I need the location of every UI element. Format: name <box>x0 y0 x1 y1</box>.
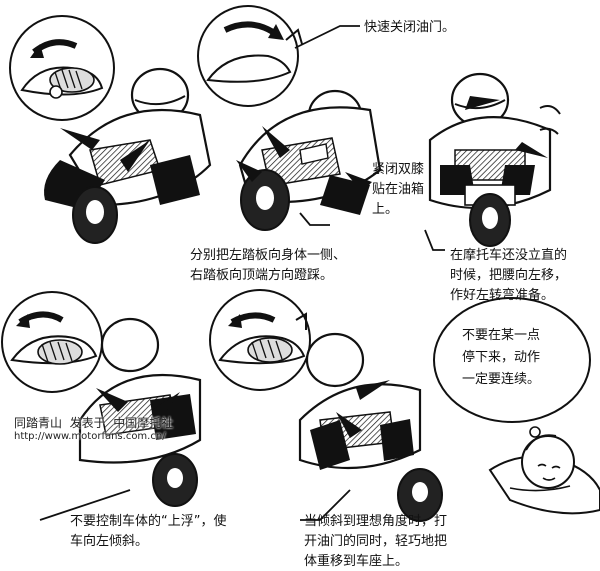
watermark-line-2: http://www.motorfans.com.cn/ <box>14 431 166 442</box>
caption-close-throttle: 快速关闭油门。 <box>364 20 456 35</box>
rider-figure-2 <box>197 5 382 231</box>
caption-grip-tank-line-3: 上。 <box>372 202 399 217</box>
caption-no-float-line-1: 不要控制车体的“上浮”，使 <box>70 514 227 529</box>
caption-no-float-line-2: 车向左倾斜。 <box>70 534 149 549</box>
caption-hips-left-line-2: 时候，把腰向左移， <box>450 268 568 283</box>
rider-figure-1 <box>9 15 212 244</box>
caption-pedals-line-1: 分别把左踏板向身体一侧、 <box>190 248 347 263</box>
caption-dont-stop-line-2: 停下来，动作 <box>462 350 541 365</box>
caption-pedals-line-2: 右踏板向顶端方向蹬踩。 <box>190 268 334 283</box>
rider-figure-4 <box>1 291 202 521</box>
caption-grip-tank-line-1: 紧闭双膝 <box>372 162 425 177</box>
rider-figure-3 <box>428 72 561 247</box>
caption-open-throttle-line-3: 体重移到车座上。 <box>304 554 409 569</box>
caption-hips-left-line-3: 作好左转弯准备。 <box>450 288 555 303</box>
watermark-line-1: 同踏青山 发表于 中国摩托社 <box>14 416 174 430</box>
caption-dont-stop-line-1: 不要在某一点 <box>462 328 541 343</box>
caption-open-throttle-line-1: 当倾斜到理想角度时，打 <box>304 514 448 529</box>
callout-line <box>424 229 445 251</box>
callout-line <box>299 212 330 226</box>
rider-figure-5 <box>209 289 443 522</box>
resting-person-figure <box>488 434 600 515</box>
caption-grip-tank-line-2: 贴在油箱 <box>372 182 425 197</box>
caption-open-throttle-line-2: 开油门的同时，轻巧地把 <box>304 534 448 549</box>
caption-hips-left-line-1: 在摩托车还没立直的 <box>450 248 568 263</box>
caption-dont-stop-line-3: 一定要连续。 <box>462 372 541 387</box>
